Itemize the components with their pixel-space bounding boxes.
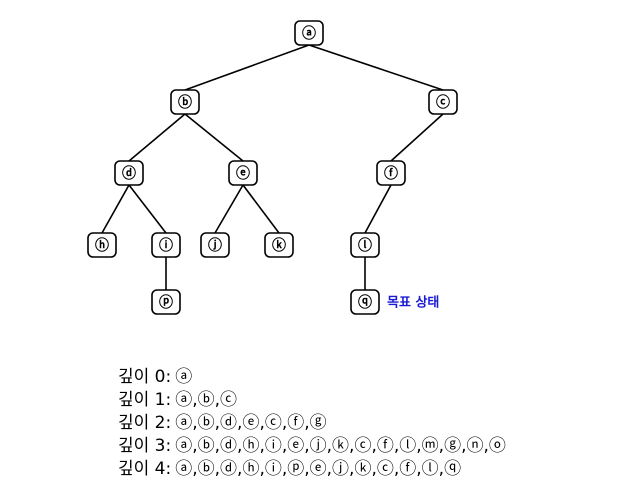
depth-row-1: 깊이 1:ⓐ,ⓑ,ⓒ bbox=[118, 389, 506, 412]
depth-row-3: 깊이 3:ⓐ,ⓑ,ⓓ,ⓗ,ⓘ,ⓔ,ⓙ,ⓚ,ⓒ,ⓕ,ⓛ,ⓜ,ⓖ,ⓝ,ⓞ bbox=[118, 435, 506, 458]
depth-sequence: ⓐ bbox=[175, 367, 193, 387]
node-label: ⓕ bbox=[384, 165, 398, 182]
search-tree-diagram: ⓐ ⓑ ⓒ ⓓ ⓔ ⓕ ⓗ ⓘ ⓙ ⓚ ⓛ ⓟ ⓠ 목표 상태 bbox=[87, 20, 458, 315]
node-box bbox=[87, 232, 117, 258]
tree-node-b: ⓑ bbox=[170, 89, 200, 115]
node-box bbox=[428, 89, 458, 115]
depth-row-2: 깊이 2:ⓐ,ⓑ,ⓓ,ⓔ,ⓒ,ⓕ,ⓖ bbox=[118, 412, 506, 435]
node-label: ⓚ bbox=[272, 237, 286, 254]
depth-label: 깊이 3: bbox=[118, 436, 172, 456]
node-label: ⓘ bbox=[159, 237, 173, 254]
node-box bbox=[170, 89, 200, 115]
node-box bbox=[151, 232, 181, 258]
tree-node-k: ⓚ bbox=[264, 232, 294, 258]
edge-b-d bbox=[128, 113, 186, 162]
node-box bbox=[151, 289, 181, 315]
depth-row-4: 깊이 4:ⓐ,ⓑ,ⓓ,ⓗ,ⓘ,ⓟ,ⓔ,ⓙ,ⓚ,ⓒ,ⓕ,ⓛ,ⓠ bbox=[118, 458, 506, 481]
edge-e-j bbox=[214, 184, 244, 234]
edge-f-l bbox=[364, 184, 392, 234]
edge-b-e bbox=[184, 113, 244, 162]
edge-e-k bbox=[242, 184, 280, 234]
node-label: ⓗ bbox=[95, 237, 109, 254]
depth-sequence: ⓐ,ⓑ,ⓒ bbox=[175, 390, 238, 410]
node-label: ⓟ bbox=[159, 294, 173, 311]
tree-node-i: ⓘ bbox=[151, 232, 181, 258]
edge-d-i bbox=[128, 184, 167, 234]
depth-sequence: ⓐ,ⓑ,ⓓ,ⓗ,ⓘ,ⓟ,ⓔ,ⓙ,ⓚ,ⓒ,ⓕ,ⓛ,ⓠ bbox=[175, 459, 462, 479]
tree-nodes: ⓐ ⓑ ⓒ ⓓ ⓔ ⓕ ⓗ ⓘ ⓙ ⓚ ⓛ ⓟ ⓠ bbox=[87, 20, 458, 315]
node-label: ⓐ bbox=[302, 25, 316, 42]
node-label: ⓑ bbox=[178, 94, 192, 111]
edge-a-c bbox=[308, 44, 444, 91]
node-box bbox=[376, 160, 406, 186]
node-label: ⓠ bbox=[358, 294, 372, 311]
node-label: ⓓ bbox=[122, 165, 136, 182]
node-label: ⓒ bbox=[436, 94, 450, 111]
node-box bbox=[264, 232, 294, 258]
node-label: ⓙ bbox=[208, 237, 222, 254]
depth-label: 깊이 4: bbox=[118, 459, 172, 479]
node-box bbox=[350, 289, 380, 315]
tree-edges bbox=[101, 44, 444, 290]
tree-node-p: ⓟ bbox=[151, 289, 181, 315]
depth-label: 깊이 1: bbox=[118, 390, 172, 410]
node-box bbox=[350, 232, 380, 258]
tree-node-q: ⓠ bbox=[350, 289, 380, 315]
tree-node-h: ⓗ bbox=[87, 232, 117, 258]
goal-state-label: 목표 상태 bbox=[387, 296, 439, 311]
tree-node-l: ⓛ bbox=[350, 232, 380, 258]
edge-c-f bbox=[390, 113, 444, 162]
node-label: ⓛ bbox=[358, 237, 372, 254]
depth-sequence: ⓐ,ⓑ,ⓓ,ⓔ,ⓒ,ⓕ,ⓖ bbox=[175, 413, 327, 433]
node-label: ⓔ bbox=[236, 165, 250, 182]
tree-node-j: ⓙ bbox=[200, 232, 230, 258]
tree-node-c: ⓒ bbox=[428, 89, 458, 115]
depth-label: 깊이 2: bbox=[118, 413, 172, 433]
node-box bbox=[114, 160, 144, 186]
tree-node-a: ⓐ bbox=[294, 20, 324, 46]
edge-d-h bbox=[101, 184, 130, 234]
tree-node-e: ⓔ bbox=[228, 160, 258, 186]
node-box bbox=[200, 232, 230, 258]
tree-node-d: ⓓ bbox=[114, 160, 144, 186]
tree-node-f: ⓕ bbox=[376, 160, 406, 186]
depth-label: 깊이 0: bbox=[118, 367, 172, 387]
depth-sequence: ⓐ,ⓑ,ⓓ,ⓗ,ⓘ,ⓔ,ⓙ,ⓚ,ⓒ,ⓕ,ⓛ,ⓜ,ⓖ,ⓝ,ⓞ bbox=[175, 436, 506, 456]
node-box bbox=[294, 20, 324, 46]
edge-a-b bbox=[184, 44, 310, 91]
depth-row-0: 깊이 0:ⓐ bbox=[118, 366, 506, 389]
node-box bbox=[228, 160, 258, 186]
